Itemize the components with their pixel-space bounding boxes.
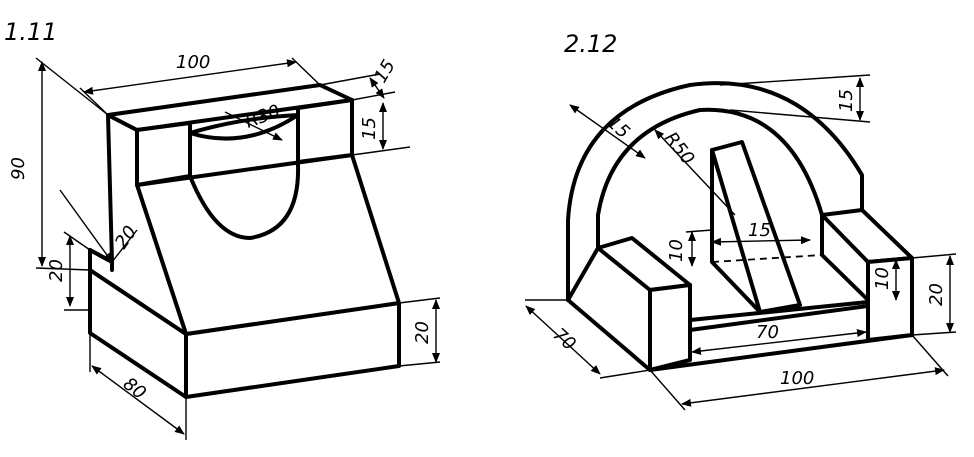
dim-web-w: 15 bbox=[748, 220, 771, 241]
left-block-front bbox=[648, 283, 692, 372]
dim-length: 100 bbox=[780, 368, 814, 389]
dim-line-inner bbox=[691, 329, 867, 355]
ext-line bbox=[398, 297, 441, 304]
dim-radius: R50 bbox=[660, 128, 698, 169]
cylinder-top-arc bbox=[188, 113, 300, 141]
leader-step bbox=[59, 189, 113, 263]
dim-line-arch bbox=[569, 104, 646, 159]
ext-line bbox=[719, 74, 871, 86]
dim-height: 90 bbox=[8, 157, 29, 180]
ext-line bbox=[685, 229, 713, 233]
ext-line bbox=[729, 109, 871, 123]
dim-line-depth bbox=[525, 305, 601, 375]
dim-top-thick: 15 bbox=[370, 56, 400, 86]
outer-arch bbox=[566, 81, 864, 302]
ext-line bbox=[649, 369, 686, 411]
dim-line-length bbox=[681, 367, 945, 407]
figure-2-12: 2.12 bbox=[525, 30, 957, 411]
upright-left-face bbox=[135, 121, 192, 187]
ext-line bbox=[291, 57, 321, 86]
dim-depth: 80 bbox=[119, 373, 150, 404]
dim-line-top-thick bbox=[369, 77, 385, 99]
dim-top-15: 15 bbox=[836, 89, 857, 112]
leader-step-b bbox=[111, 229, 138, 263]
web-face bbox=[710, 140, 802, 314]
dim-line-width bbox=[83, 59, 297, 95]
right-block-top bbox=[820, 208, 914, 264]
dim-block-h: 10 bbox=[872, 267, 893, 290]
leader-radius bbox=[224, 111, 283, 141]
ext-line bbox=[319, 73, 381, 86]
dim-inner: 70 bbox=[756, 322, 779, 343]
leader-radius bbox=[654, 129, 736, 216]
ext-line bbox=[599, 369, 651, 379]
inner-arch bbox=[596, 107, 824, 250]
ext-line bbox=[398, 361, 441, 367]
hidden-line bbox=[711, 254, 823, 263]
dim-height: 20 bbox=[926, 283, 947, 306]
dim-top-height: 15 bbox=[359, 117, 380, 140]
figure-1-dimensions: 100 90 15 15 R30 20 bbox=[8, 52, 441, 440]
upright-right-face bbox=[296, 98, 354, 164]
dim-arch-thick: 15 bbox=[603, 112, 634, 143]
figure-1-label: 1.11 bbox=[4, 18, 57, 46]
channel-floor bbox=[688, 300, 870, 322]
ext-line bbox=[35, 57, 109, 116]
ext-line bbox=[63, 231, 91, 251]
dim-width: 100 bbox=[176, 52, 210, 73]
dim-line-web-w bbox=[711, 236, 811, 246]
ext-line bbox=[351, 91, 396, 101]
ext-line bbox=[911, 253, 957, 259]
ext-line bbox=[911, 331, 957, 336]
figure-1-11: 1.11 100 bbox=[4, 18, 441, 440]
dim-line-depth bbox=[91, 365, 185, 435]
dim-web-h: 10 bbox=[666, 239, 687, 262]
dim-base-left: 20 bbox=[46, 259, 67, 282]
ext-line bbox=[351, 146, 411, 156]
ext-line bbox=[35, 267, 91, 271]
figure-2-dimensions: 15 15 R50 10 15 10 20 bbox=[525, 74, 957, 411]
figure-2-label: 2.12 bbox=[564, 30, 617, 58]
dim-base-right: 20 bbox=[412, 321, 433, 344]
